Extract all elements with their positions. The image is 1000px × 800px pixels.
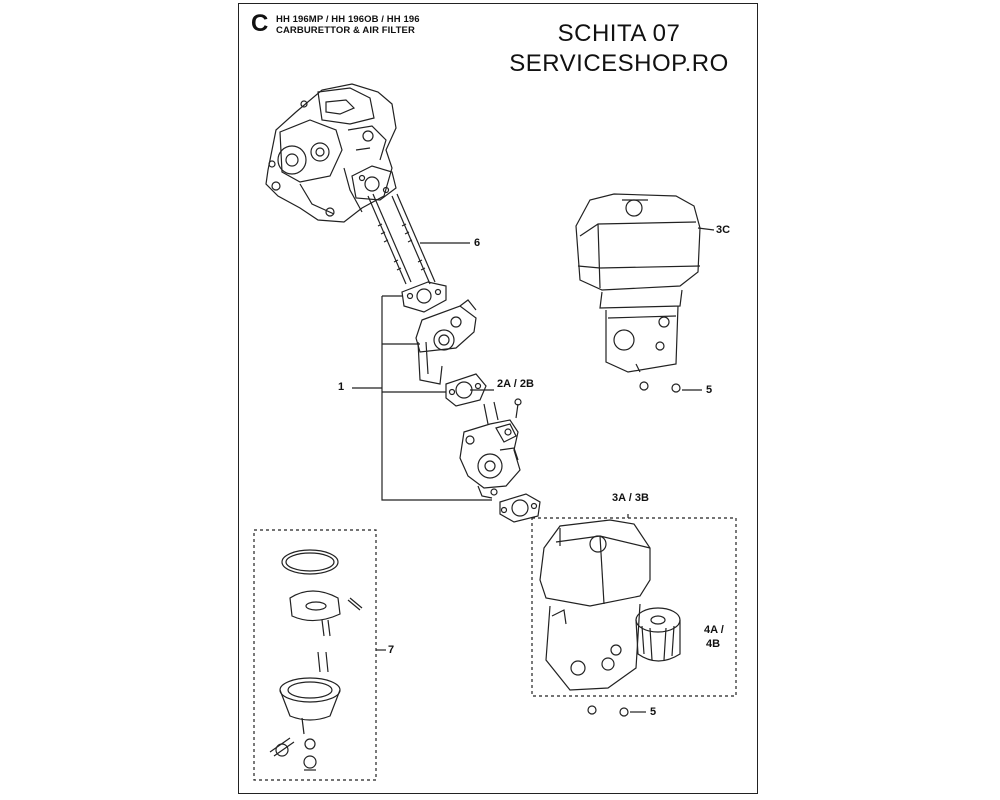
gasket-bottom bbox=[499, 493, 541, 523]
engine-head bbox=[265, 83, 397, 223]
diagram-sheet: C HH 196MP / HH 196OB / HH 196 CARBURETT… bbox=[238, 3, 758, 794]
callout-5-bottom: 5 bbox=[650, 706, 657, 718]
air-filter-3c bbox=[575, 193, 715, 393]
precleaner-kit bbox=[269, 549, 363, 771]
callout-1: 1 bbox=[338, 381, 345, 393]
site-name: SERVICESHOP.RO bbox=[509, 50, 729, 77]
callout-3a3b: 3A / 3B bbox=[612, 492, 649, 504]
box-7 bbox=[253, 529, 377, 781]
section-subtitle: CARBURETTOR & AIR FILTER bbox=[276, 25, 415, 36]
air-filter-3a3b bbox=[539, 519, 651, 717]
section-letter: C bbox=[251, 10, 269, 37]
gasket-top bbox=[401, 281, 447, 313]
stud-bolts bbox=[367, 193, 436, 285]
callout-7: 7 bbox=[388, 644, 395, 656]
box-3a3b bbox=[531, 517, 737, 697]
model-info: HH 196MP / HH 196OB / HH 196 CARBURETTOR… bbox=[276, 14, 420, 36]
callout-6: 6 bbox=[474, 237, 481, 249]
bracket-1-ticks bbox=[382, 295, 446, 393]
filter-element-4 bbox=[635, 607, 681, 662]
callout-3c: 3C bbox=[716, 224, 731, 236]
callout-4a: 4A / bbox=[704, 624, 724, 636]
carburettor bbox=[459, 398, 522, 499]
sheet-title: SCHITA 07 bbox=[557, 20, 681, 47]
callout-4b: 4B bbox=[706, 638, 721, 650]
bracket-1 bbox=[381, 296, 492, 501]
callout-5-top: 5 bbox=[706, 384, 713, 396]
callout-2: 2A / 2B bbox=[497, 378, 534, 390]
intake-insulator bbox=[415, 299, 477, 385]
model-list: HH 196MP / HH 196OB / HH 196 bbox=[276, 14, 420, 25]
